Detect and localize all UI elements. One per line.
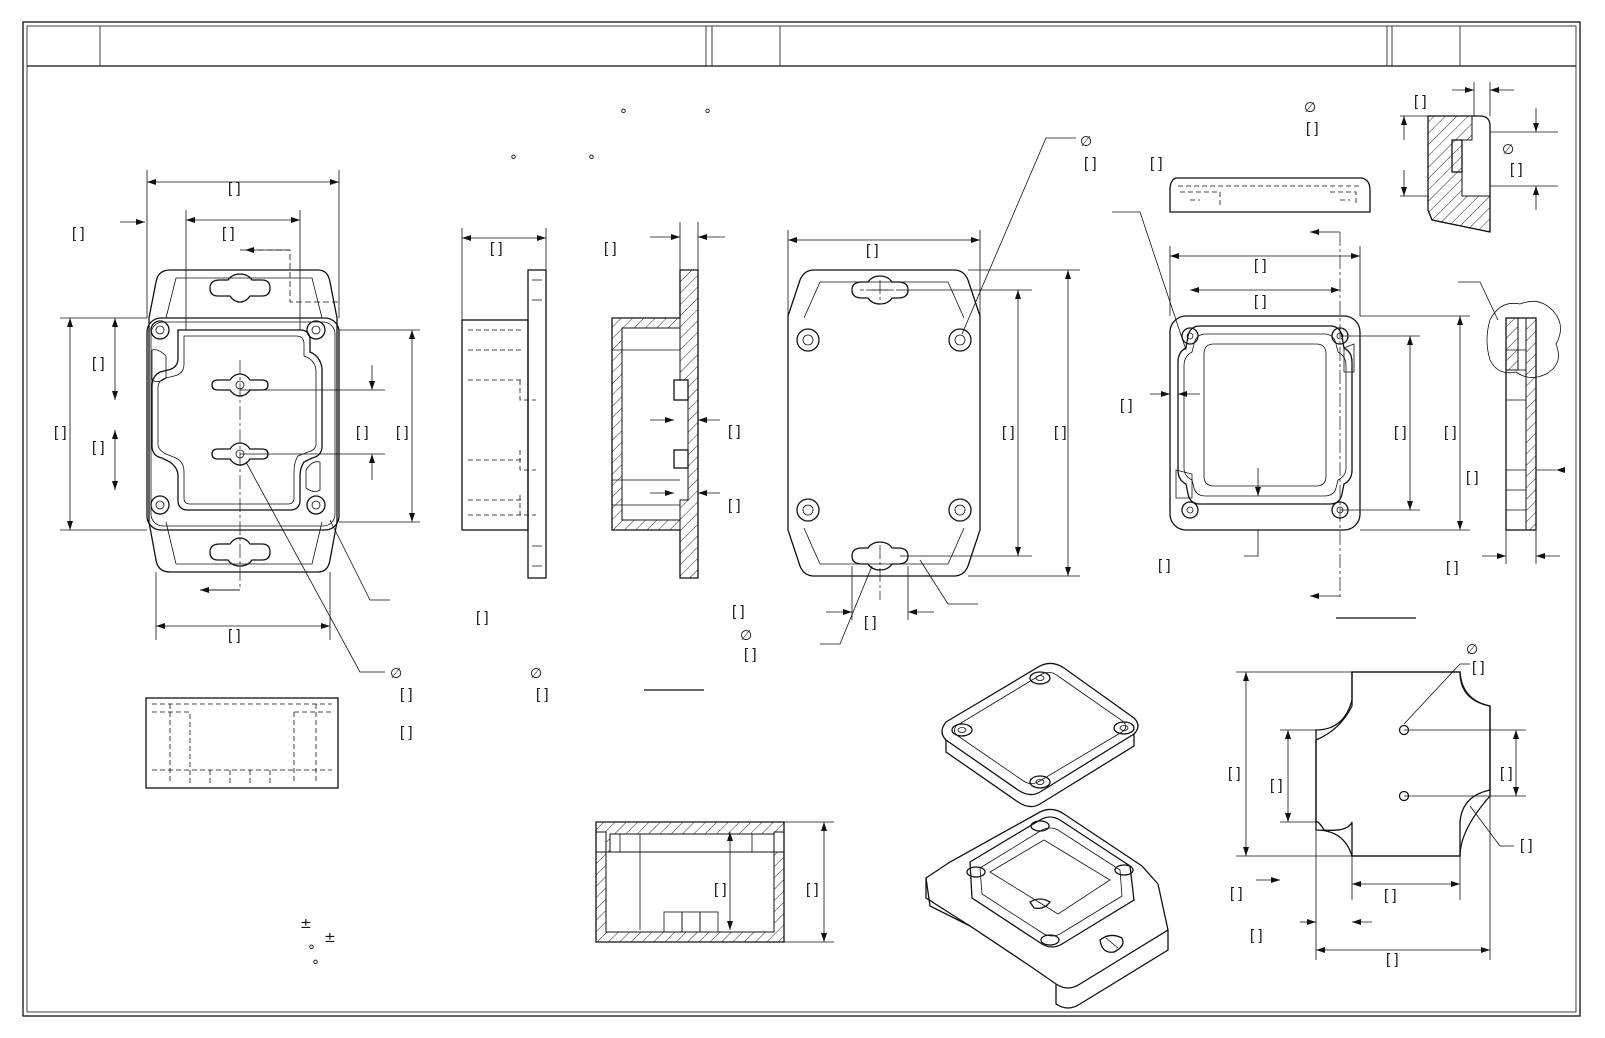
dim-side-bottom: [ ] <box>476 609 489 626</box>
dim-lid-width: [ ] <box>866 242 879 259</box>
dim-hole-dia-3: [ ] <box>744 646 757 663</box>
dim-lid-height: [ ] <box>1054 424 1067 441</box>
diameter-symbol-6: ∅ <box>1304 100 1316 116</box>
dim-detail-side-2: [ ] <box>1446 559 1459 576</box>
dim-overall-width: [ ] <box>228 180 241 197</box>
dim-cutout-inner-width: [ ] <box>1384 887 1397 904</box>
dim-base-height: [ ] <box>1444 424 1457 441</box>
dim-pocket-width: [ ] <box>222 225 235 242</box>
detail-side-section: [ ] [ ] <box>1446 281 1565 576</box>
dim-detail-wall: [ ] <box>1414 93 1427 110</box>
degree-symbol-6: ° <box>312 958 319 974</box>
degree-symbol-2: ° <box>704 107 711 123</box>
dim-hole-dia-4b: [ ] <box>1150 155 1163 172</box>
diameter-symbol-2: ∅ <box>530 666 542 682</box>
sheet-border <box>22 21 1581 1017</box>
dim-cutout-hole-pitch: [ ] <box>1500 765 1513 782</box>
dim-base-wall: [ ] <box>1120 397 1133 414</box>
tolerance-notes: ± ± ° ° <box>300 916 336 974</box>
dim-base-hole-pitch: [ ] <box>1254 293 1267 310</box>
dim-base-floor: [ ] <box>1158 557 1171 574</box>
dim-hole-dia-4a: [ ] <box>1084 155 1097 172</box>
dim-slot-pitch: [ ] <box>356 424 369 441</box>
dim-cutout-width: [ ] <box>1386 951 1399 968</box>
dim-body-height: [ ] <box>396 424 409 441</box>
dim-cutout-inner: [ ] <box>1270 777 1283 794</box>
isometric-base <box>925 808 1169 1009</box>
dim-cutout-radius: [ ] <box>1520 837 1533 854</box>
isometric-lid <box>941 662 1139 808</box>
dim-lid-misc: [ ] <box>732 603 745 620</box>
dim-base-hole-vpitch: [ ] <box>1394 424 1407 441</box>
dim-cutout-left: [ ] <box>1230 885 1243 902</box>
detail-section-top: [ ] ∅ [ ] ∅ [ ] <box>1304 82 1558 233</box>
base-top-view: [ ] [ ] [ ] [ ] [ ] [ ] <box>1112 211 1470 619</box>
degree-symbol-4: ° <box>588 153 595 169</box>
dim-hole-dia-2: [ ] <box>536 686 549 703</box>
diameter-symbol-5: ∅ <box>1502 142 1514 158</box>
lid-top-view: [ ] [ ] [ ] [ ] [ ] ∅ [ ] ∅ [ ] [ ] <box>732 134 1163 663</box>
side-view: [ ] [ ] ∅ [ ] ° ° ° ° <box>461 107 711 703</box>
dim-slot-offset-1: [ ] <box>92 355 105 372</box>
panel-cutout-view: [ ] [ ] [ ] ∅ [ ] [ ] [ ] [ ] [ ] [ ] <box>1228 642 1533 968</box>
title-block <box>27 26 1576 67</box>
front-view-enclosure <box>146 247 340 593</box>
dim-hole-dia-1b: [ ] <box>400 724 413 741</box>
dim-section-inner-depth: [ ] <box>714 881 727 898</box>
front-view-dimensions: [ ] [ ] [ ] [ ] [ ] [ ] [ ] [ ] [ ] <box>54 170 420 741</box>
dim-side-depth: [ ] <box>490 240 503 257</box>
degree-symbol-1: ° <box>620 107 627 123</box>
dim-cutout-height: [ ] <box>1228 765 1241 782</box>
dim-cutout-hole-dia: [ ] <box>1472 659 1485 676</box>
dim-slot-width: [ ] <box>864 614 877 631</box>
dim-detail-side-1: [ ] <box>1466 469 1479 486</box>
section-view: [ ] [ ] [ ] <box>604 222 741 691</box>
degree-symbol-5: ° <box>308 943 315 959</box>
dim-flange-width: [ ] <box>228 627 241 644</box>
dim-detail-dia-2: [ ] <box>1306 120 1319 137</box>
lid-side-view <box>1169 177 1371 213</box>
dim-section-gap-1: [ ] <box>728 423 741 440</box>
dim-overall-height: [ ] <box>54 424 67 441</box>
dim-slot-offset-2: [ ] <box>92 439 105 456</box>
bottom-section-view: [ ] [ ] <box>595 821 834 943</box>
dim-left-offset: [ ] <box>72 225 85 242</box>
dim-cutout-offset: [ ] <box>1250 927 1263 944</box>
plusminus-symbol-1: ± <box>300 916 312 932</box>
dim-slot-centers: [ ] <box>1002 424 1015 441</box>
diameter-symbol-1: ∅ <box>390 666 402 682</box>
diameter-symbol-7: ∅ <box>1466 642 1478 658</box>
dim-base-width: [ ] <box>1254 257 1267 274</box>
degree-symbol-3: ° <box>510 153 517 169</box>
diameter-symbol-3: ∅ <box>740 628 752 644</box>
dim-detail-dia: [ ] <box>1510 161 1523 178</box>
bottom-elevation-view <box>145 697 339 789</box>
plusminus-symbol-2: ± <box>324 930 336 946</box>
diameter-symbol-4: ∅ <box>1080 134 1092 150</box>
dim-section-gap-2: [ ] <box>728 497 741 514</box>
dim-hole-dia-1: [ ] <box>400 686 413 703</box>
dim-section-depth: [ ] <box>806 881 819 898</box>
dim-section-wall: [ ] <box>604 240 617 257</box>
